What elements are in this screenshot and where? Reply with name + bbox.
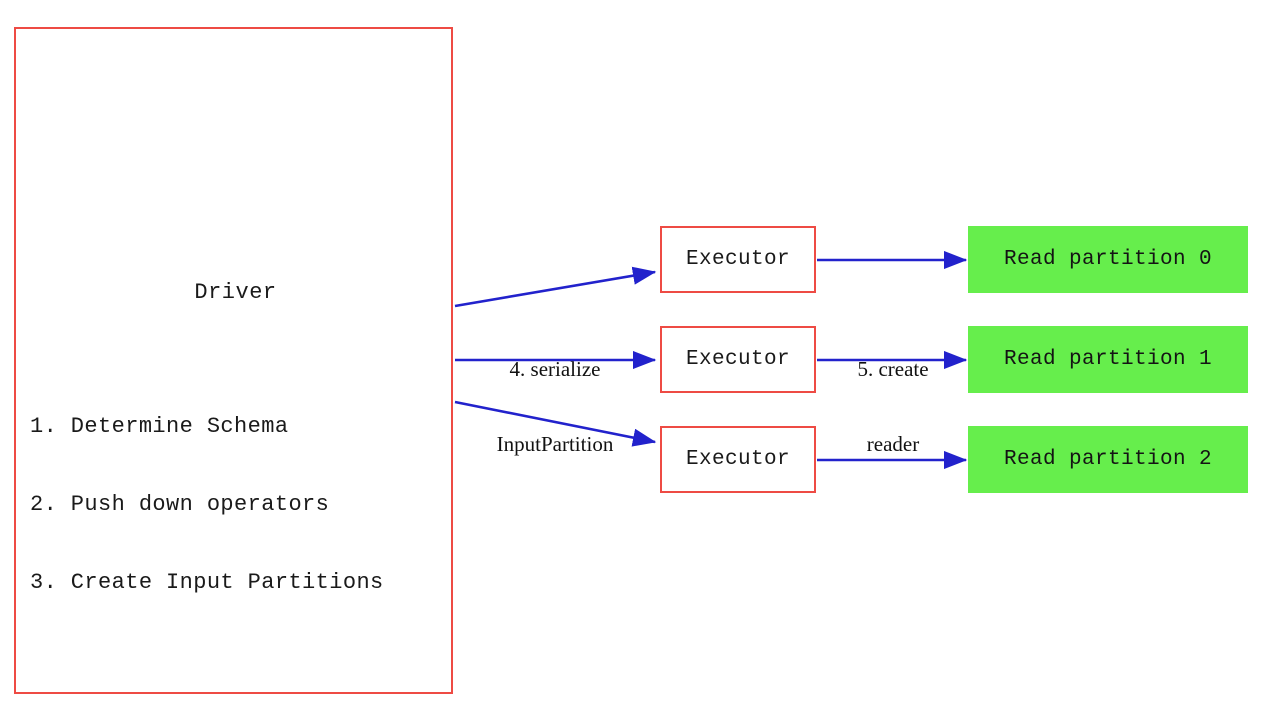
arrow-label-serialize-line-1: 4. serialize bbox=[509, 357, 601, 381]
executor-box-1: Executor bbox=[660, 326, 816, 393]
arrow-label-create-reader-line-1: 5. create bbox=[857, 357, 929, 381]
driver-title: Driver bbox=[194, 280, 277, 305]
executor-box-0: Executor bbox=[660, 226, 816, 293]
partition-box-2: Read partition 2 bbox=[968, 426, 1248, 493]
arrow-label-serialize-line-2: InputPartition bbox=[496, 432, 614, 456]
executor-box-2: Executor bbox=[660, 426, 816, 493]
driver-steps-list: 1. Determine Schema 2. Push down operato… bbox=[30, 362, 384, 648]
executor-label-1: Executor bbox=[685, 347, 791, 371]
driver-step-1: 1. Determine Schema bbox=[30, 414, 289, 439]
driver-box: Driver 1. Determine Schema 2. Push down … bbox=[14, 27, 453, 694]
arrow-label-create-reader-line-2: reader bbox=[866, 432, 920, 456]
executor-label-2: Executor bbox=[685, 447, 791, 471]
executor-label-0: Executor bbox=[685, 247, 791, 271]
arrow-driver-to-executor-0 bbox=[454, 266, 657, 308]
partition-box-1: Read partition 1 bbox=[968, 326, 1248, 393]
partition-label-1: Read partition 1 bbox=[1003, 347, 1213, 371]
driver-step-3: 3. Create Input Partitions bbox=[30, 570, 384, 595]
arrow-label-create-reader: 5. create reader bbox=[822, 307, 964, 507]
arrow-label-serialize: 4. serialize InputPartition bbox=[455, 307, 655, 507]
partition-label-0: Read partition 0 bbox=[1003, 247, 1213, 271]
partition-label-2: Read partition 2 bbox=[1003, 447, 1213, 471]
driver-step-2: 2. Push down operators bbox=[30, 492, 330, 517]
partition-box-0: Read partition 0 bbox=[968, 226, 1248, 293]
